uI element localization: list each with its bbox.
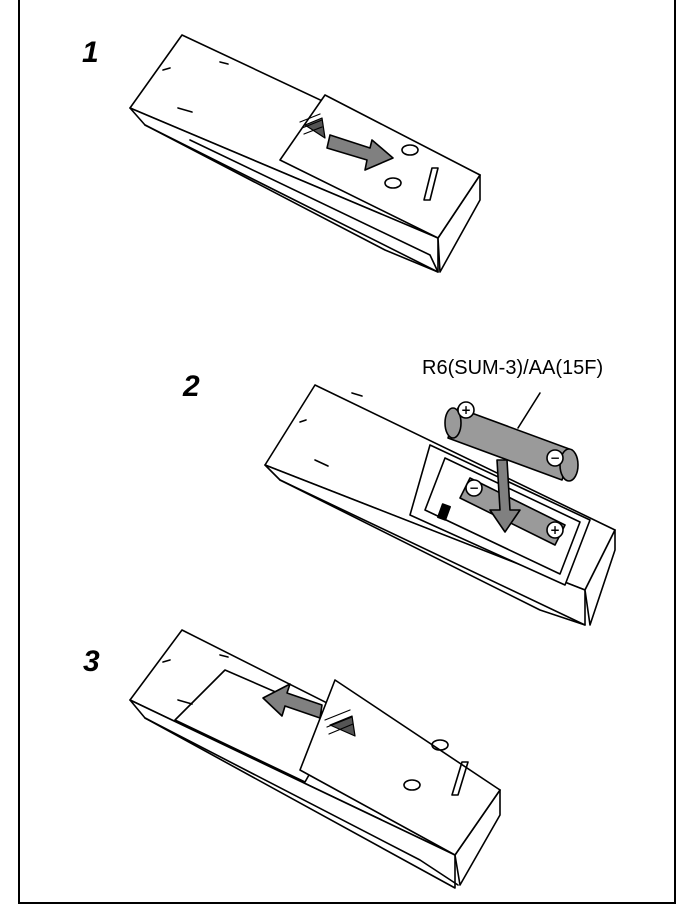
cover-hole — [401, 144, 419, 156]
battery-cover-outline — [279, 94, 481, 239]
plus-mark: + — [550, 523, 560, 537]
battery-type-label: R6(SUM-3)/AA(15F) — [422, 357, 604, 379]
minus-mark: − — [469, 481, 479, 495]
battery-terminal — [437, 503, 451, 521]
label-leader — [517, 392, 541, 429]
step-2-number: 2 — [183, 370, 200, 403]
loose-battery — [444, 401, 579, 482]
insert-arrow — [489, 459, 521, 533]
remote-right-end — [584, 529, 616, 626]
compartment-inner — [424, 457, 581, 575]
plus-mark: + — [461, 403, 471, 417]
remote-wedge-underside — [144, 124, 439, 273]
cover-grip — [299, 113, 326, 139]
cover-slot — [423, 167, 439, 201]
slide-arrow — [326, 134, 394, 171]
cover-hole — [431, 739, 449, 751]
remote-wedge-underside — [279, 479, 586, 626]
remote-step-2 — [264, 384, 616, 626]
minus-mark: − — [550, 451, 560, 465]
cover-hole — [403, 779, 421, 791]
cover-slot — [451, 761, 469, 796]
cover-grip — [324, 709, 356, 737]
slide-arrow — [262, 683, 323, 719]
step-3-number: 3 — [83, 645, 100, 678]
cover-hole — [384, 177, 402, 189]
step-1-number: 1 — [82, 36, 99, 69]
diagram-frame — [18, 0, 676, 904]
remote-wedge-underside — [144, 717, 459, 886]
remote-step-1 — [129, 34, 481, 273]
remote-step-3 — [129, 629, 501, 889]
